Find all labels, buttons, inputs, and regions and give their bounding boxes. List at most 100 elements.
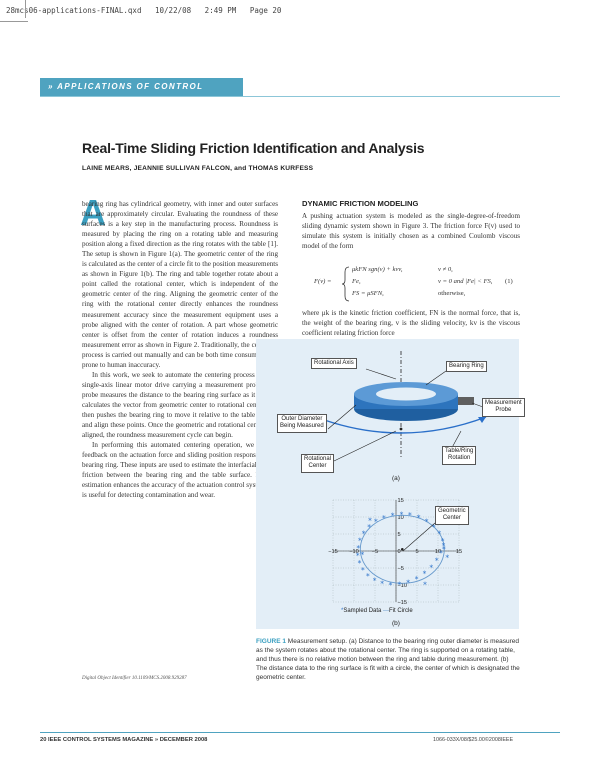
rotation-arrowhead [478, 417, 486, 423]
data-point: * [368, 517, 372, 526]
footer-rule [40, 732, 560, 733]
legend-label-fit-circle: Fit Circle [389, 608, 413, 614]
data-point: * [445, 553, 449, 562]
data-point: * [423, 580, 427, 589]
equation-condition-2: v = 0 and |Fe| < FS, [438, 278, 493, 285]
data-point: * [361, 551, 365, 560]
crop-mark-horizontal [0, 21, 28, 22]
equation-lhs: F(v) = [314, 278, 332, 285]
figure-caption-label: FIGURE 1 [256, 638, 286, 645]
data-point: * [366, 572, 370, 581]
label-rotational-center: Rotational Center [301, 454, 335, 473]
figure-caption: FIGURE 1 Measurement setup. (a) Distance… [256, 638, 520, 683]
chart-legend: *Sampled Data —Fit Circle [341, 608, 413, 614]
section-label: » APPLICATIONS OF CONTROL [48, 82, 204, 91]
data-point: * [397, 581, 401, 590]
panel-label-b: (b) [392, 620, 400, 627]
equation-case-3: FS = μSFN, [352, 290, 384, 297]
article-title: Real-Time Sliding Friction Identificatio… [82, 140, 425, 156]
data-point: * [408, 511, 412, 520]
data-point: * [435, 556, 439, 565]
data-point: * [356, 552, 360, 561]
footer-page-info: 20 IEEE CONTROL SYSTEMS MAGAZINE » DECEM… [40, 737, 208, 743]
data-point: * [358, 536, 362, 545]
legend-marker-line: — [383, 608, 390, 614]
right-paragraph-2: where μk is the kinetic friction coeffic… [302, 309, 520, 338]
drop-cap: A [80, 192, 106, 233]
doi-line: Digital Object Identifier 10.1109/MCS.20… [82, 676, 187, 681]
right-column-intro: A pushing actuation system is modeled as… [302, 211, 520, 251]
data-point: * [417, 514, 421, 523]
table-rotation-arc [315, 416, 487, 434]
data-point: * [415, 575, 419, 584]
fit-circle [359, 514, 445, 584]
section-band [40, 78, 243, 96]
y-tick-label: −10 [398, 583, 408, 589]
data-point: * [361, 566, 365, 575]
y-tick-label: 0 [398, 549, 401, 555]
ring-hole [376, 387, 436, 401]
data-point: * [423, 570, 427, 579]
figure-1: Rotational Axis Bearing Ring Measurement… [256, 339, 525, 629]
label-rotational-axis: Rotational Axis [311, 358, 357, 370]
x-tick-label: −10 [349, 549, 359, 555]
data-point: * [380, 580, 384, 589]
x-tick-label: −5 [372, 549, 378, 555]
right-paragraph-1: A pushing actuation system is modeled as… [302, 212, 520, 251]
geometric-center-leader [402, 522, 436, 552]
label-bearing-ring: Bearing Ring [446, 361, 487, 373]
legend-marker-points: * [341, 608, 344, 614]
equation-case-2: Fe, [352, 278, 361, 285]
y-tick-label: −15 [398, 600, 408, 606]
data-point: * [425, 518, 429, 527]
data-point: * [358, 559, 362, 568]
label-table-ring-rotation: Table/Ring Rotation [442, 446, 477, 465]
data-point: * [382, 514, 386, 523]
figure-1a-schematic [315, 351, 487, 462]
left-column: bearing ring has cylindrical geometry, w… [82, 199, 278, 500]
y-tick-label: 5 [398, 532, 401, 538]
section-rule [40, 96, 560, 97]
data-point: * [437, 530, 441, 539]
data-point: * [406, 579, 410, 588]
data-point: * [442, 542, 446, 551]
left-paragraph-1: bearing ring has cylindrical geometry, w… [82, 200, 278, 369]
right-column-continued: where μk is the kinetic friction coeffic… [302, 308, 520, 338]
data-point: * [439, 549, 443, 558]
crop-mark-vertical [25, 0, 26, 18]
equation-number: (1) [505, 278, 513, 285]
data-point: * [432, 523, 436, 532]
chart-data-points: ********************************** [356, 511, 449, 590]
label-outer-diameter: Outer Diameter Being Measured [277, 414, 327, 433]
fit-circle-center [401, 548, 404, 551]
data-point: * [374, 518, 378, 527]
data-point: * [442, 545, 446, 554]
y-tick-label: 15 [398, 498, 404, 504]
figure-caption-text: Measurement setup. (a) Distance to the b… [256, 638, 520, 681]
data-point: * [389, 581, 393, 590]
label-geometric-center: Geometric Center [435, 506, 469, 525]
x-tick-label: 5 [415, 549, 418, 555]
equation-case-1: μkFN sgn(v) + kvv, [352, 266, 403, 273]
label-measurement-probe: Measurement Probe [482, 398, 525, 417]
section-heading: DYNAMIC FRICTION MODELING [302, 199, 419, 208]
data-point: * [429, 563, 433, 572]
equation-brace [342, 266, 350, 302]
footer-copyright: 1066-033X/08/$25.00©2008IEEE [433, 737, 514, 743]
measurement-probe-shape [458, 397, 474, 405]
equation-condition-1: v ≠ 0, [438, 266, 453, 273]
chart-fit-circle-layer [359, 514, 445, 584]
x-tick-label: −15 [328, 549, 338, 555]
rotational-center-dot [399, 427, 403, 431]
data-point: * [400, 511, 404, 520]
x-tick-label: 10 [435, 549, 441, 555]
data-point: * [373, 577, 377, 586]
legend-label-sampled-data: Sampled Data [343, 608, 382, 614]
data-point: * [362, 529, 366, 538]
data-point: * [367, 523, 371, 532]
y-tick-label: 10 [398, 515, 404, 521]
y-tick-label: −5 [398, 566, 404, 572]
equation-condition-3: otherwise, [438, 290, 466, 297]
equation-1: F(v) = μkFN sgn(v) + kvv, v ≠ 0, Fe, v =… [302, 262, 520, 306]
